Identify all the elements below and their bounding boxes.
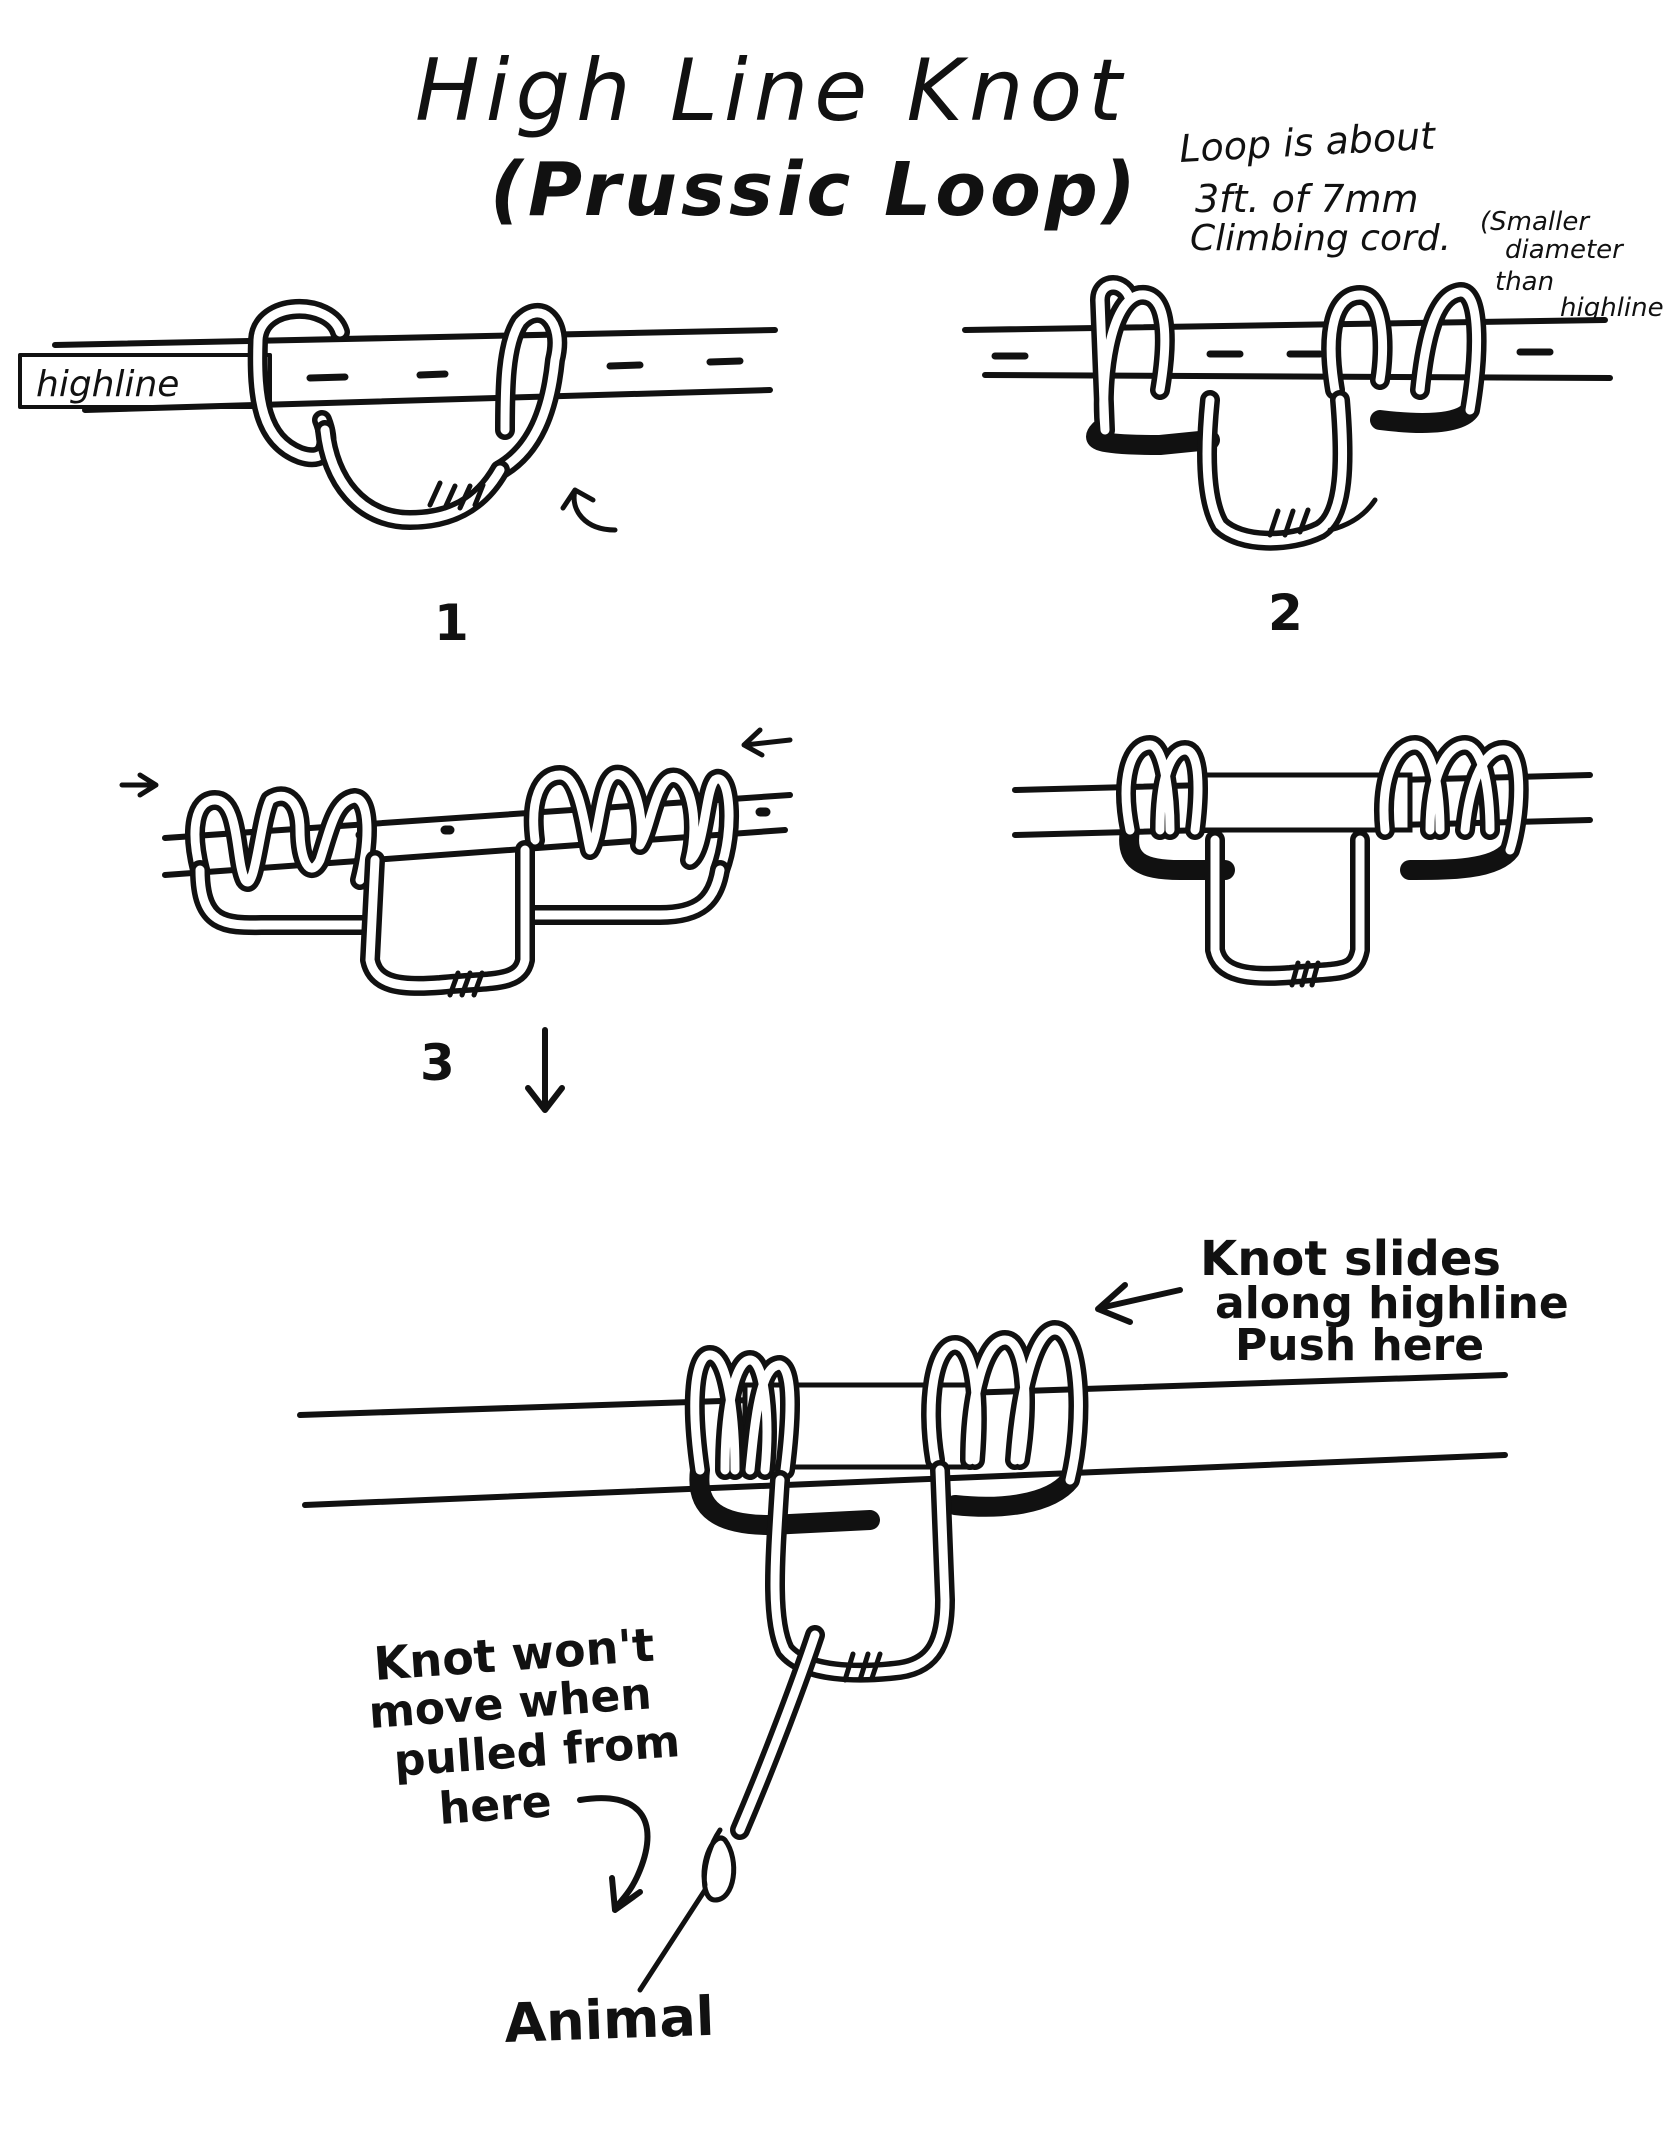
note-line-2: 3ft. of 7mm [1195, 177, 1419, 221]
loop-hanging [765, 1460, 955, 1683]
title-block: High Line Knot (Prussic Loop) [415, 41, 1140, 233]
step-1-number: 1 [434, 594, 469, 652]
loop-hanging [1205, 830, 1370, 986]
lead-rope-tie [701, 1827, 737, 1903]
title-line-2: (Prussic Loop) [490, 147, 1140, 233]
highline-rope-bottom [162, 827, 788, 878]
knot-wraps [842, 1651, 883, 1683]
highline-label-box [18, 353, 272, 409]
rope-dashes [306, 357, 744, 382]
slide-note-line-1: Knot slides [1200, 1231, 1501, 1287]
note-aside-3: than [1495, 267, 1554, 297]
cord-size-note: Loop is about 3ft. of 7mm Climbing cord.… [1178, 114, 1663, 323]
step-4-diagram [1012, 735, 1593, 988]
loop-hanging [360, 840, 535, 996]
title-line-1: High Line Knot [415, 41, 1128, 141]
step-2-diagram: 2 [962, 275, 1613, 642]
note-aside-1: (Smaller [1480, 207, 1591, 237]
knot-wraps [1289, 960, 1321, 988]
slide-note-line-2: along highline [1215, 1278, 1569, 1329]
highline-rope-top [52, 327, 778, 348]
pull-down-arrow [525, 1027, 565, 1113]
highline-label: highline [36, 364, 179, 405]
thread-arrow [560, 487, 618, 533]
knot-wraps [427, 480, 486, 511]
final-diagram: Knot slides along highline Push here Kno… [297, 1231, 1569, 2055]
slide-note-line-3: Push here [1235, 1320, 1484, 1371]
animal-label: Animal [503, 1985, 715, 2055]
note-line-1: Loop is about [1178, 114, 1438, 171]
lead-to-animal [637, 1887, 708, 1993]
knot-wraps [1267, 497, 1378, 538]
push-arrow-left [119, 772, 159, 798]
highline-rope-top [962, 317, 1608, 333]
highline-rope-bottom [982, 372, 1613, 381]
note-line-3: Climbing cord. [1190, 218, 1451, 259]
push-arrow-right [741, 727, 793, 758]
loop-right-wraps [1321, 282, 1487, 433]
hold-note-line-4: here [437, 1776, 553, 1835]
step-1-diagram: highline 1 [18, 299, 778, 652]
loop-left-wraps [1086, 275, 1220, 455]
pulled-from-here-arrow [577, 1795, 651, 1913]
step-3-diagram: 3 [119, 727, 793, 1113]
step-3-number: 3 [420, 1034, 455, 1092]
push-here-arrow [1095, 1282, 1183, 1325]
highline-rope-bottom [302, 1452, 1508, 1508]
rope-dashes [991, 348, 1554, 360]
knot-wraps [447, 970, 485, 998]
note-aside-2: diameter [1505, 235, 1625, 265]
step-2-number: 2 [1268, 584, 1303, 642]
